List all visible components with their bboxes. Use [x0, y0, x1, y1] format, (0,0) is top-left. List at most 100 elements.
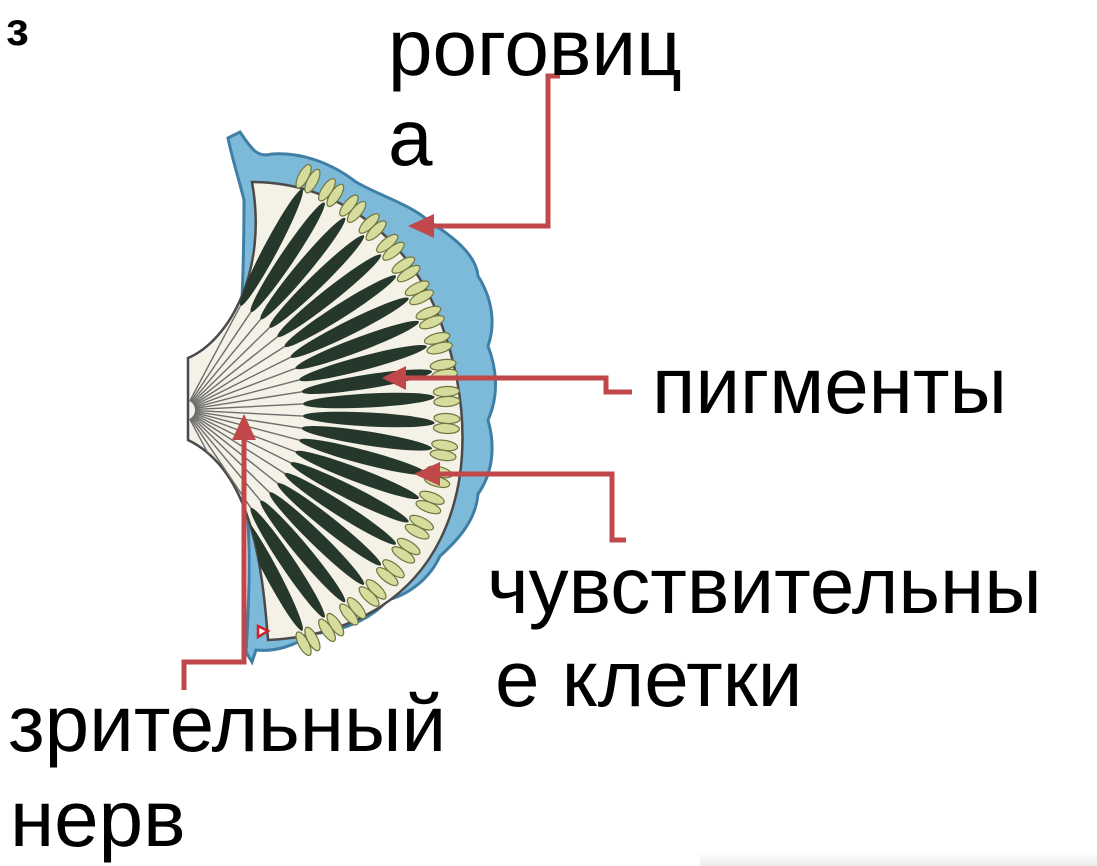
pigment-cell — [277, 254, 382, 338]
sensitive-cell — [376, 559, 405, 587]
sensitive-cell — [391, 256, 421, 283]
nerve-fiber — [189, 305, 242, 402]
pigment-cell — [284, 472, 397, 545]
sensitive-cell — [415, 490, 445, 515]
leader-lines — [181, 73, 632, 690]
leader-arrowheads — [232, 214, 440, 486]
label-sensitive-cells-line1: чувствительны — [487, 541, 1042, 630]
sensitive-cell — [318, 612, 345, 642]
nerve-fiber — [192, 415, 278, 484]
pigment-cell — [277, 482, 382, 566]
pigment-cell — [290, 462, 409, 523]
nerve-fiber — [192, 336, 278, 405]
pigment-cell — [290, 297, 409, 358]
sensitive-cell-part — [382, 241, 405, 261]
sensitive-cell-part — [433, 395, 461, 408]
sensitive-cell-part — [326, 183, 345, 208]
pigment-cells — [239, 189, 435, 631]
pigment-cell — [299, 438, 427, 476]
pigment-cell — [260, 217, 346, 320]
pigment-cell — [239, 189, 303, 306]
sensitive-cell-part — [404, 523, 430, 540]
nerve-fiber — [194, 403, 303, 411]
pigment-cell — [269, 492, 365, 585]
pigment-cell — [295, 320, 419, 370]
sensitive-cell-part — [409, 289, 435, 306]
nerve-fiber — [194, 410, 302, 429]
nerve-fiber — [189, 417, 252, 509]
nerve-leader-line — [181, 430, 247, 690]
nerve-fiber — [191, 327, 270, 404]
nerve-fiber — [190, 417, 262, 502]
cornea-arrowhead — [408, 214, 434, 238]
pigment-leader-line — [396, 375, 632, 395]
pigment-cell — [239, 514, 303, 631]
sensitive-cell — [358, 579, 387, 607]
pigment-cell — [301, 426, 433, 451]
sensitive-cell — [295, 164, 321, 194]
cornea-leader-line — [426, 73, 560, 229]
sensitive-cell-part — [304, 168, 321, 194]
pigment-cell — [260, 500, 346, 603]
sensitive-cell — [404, 514, 435, 540]
sensitive-cell-part — [391, 546, 416, 564]
nerve-arrowhead — [232, 414, 256, 440]
sensitive-cell — [376, 233, 405, 261]
label-cornea-line2: а — [388, 93, 433, 182]
sensitive-cell — [295, 626, 321, 656]
sensitive-cell-part — [426, 341, 453, 355]
nerve-fibers — [189, 305, 303, 515]
label-optic-nerve-line2: нерв — [10, 774, 186, 863]
sensitive-cell-part — [358, 586, 380, 607]
nerve-fiber — [193, 356, 291, 407]
sensitive-cell-part — [429, 449, 457, 462]
nerve-fiber — [190, 318, 262, 403]
corner-mark: з — [6, 3, 29, 55]
sensitive-cell — [339, 596, 367, 626]
sensitive-cell-part — [396, 264, 421, 283]
sensitive-cell — [429, 439, 459, 462]
nerve-fiber — [194, 409, 303, 417]
sensitive-cell-part — [419, 315, 445, 330]
sensitive-cell — [432, 412, 461, 435]
nerve-fiber — [189, 311, 252, 403]
sensitive-cell — [415, 305, 445, 330]
pigment-cell — [302, 411, 435, 428]
sensitive-cell-part — [415, 499, 442, 515]
label-sensitive-cells-line2: е клетки — [495, 634, 803, 723]
sensitive-cell — [404, 280, 435, 306]
nerve-fiber — [193, 414, 285, 474]
sensitive-cell — [358, 213, 387, 241]
pigment-cell — [284, 275, 397, 348]
pigment-cell — [250, 202, 325, 313]
label-pigment: пигменты — [652, 341, 1007, 430]
sensitive-cell-part — [365, 220, 387, 241]
pigment-cell — [295, 450, 419, 500]
nerve-fiber — [194, 379, 300, 409]
sensitive-cell — [423, 331, 453, 355]
sensitive-cells-leader-line — [432, 471, 626, 543]
red-marker-icon — [256, 623, 271, 640]
pigment-cell — [302, 392, 435, 409]
sensitive-cell — [391, 537, 421, 564]
sensitive-cell-part — [339, 603, 359, 626]
sensitive-cell-part — [295, 631, 312, 656]
nerve-fiber — [193, 346, 285, 406]
sensitive-cell — [339, 194, 367, 224]
page-edge-shadow — [700, 852, 1097, 866]
label-optic-nerve-line1: зрительный — [8, 679, 447, 768]
pigment-cell — [299, 344, 427, 382]
sensitive-cell-part — [432, 422, 460, 435]
sensitive-cell-part — [346, 200, 367, 224]
sensitive-cell — [432, 385, 461, 408]
sensitive-cell — [318, 178, 345, 208]
sensitive-cell-part — [376, 567, 399, 587]
sensitive-cell-part — [318, 618, 336, 642]
pigment-cell — [269, 235, 365, 328]
label-cornea-line1: роговиц — [388, 3, 682, 92]
sensitive-cells-arrowhead — [414, 462, 440, 486]
nerve-fiber — [194, 391, 302, 410]
pigment-cell — [250, 507, 325, 618]
nerve-fiber — [194, 367, 296, 408]
